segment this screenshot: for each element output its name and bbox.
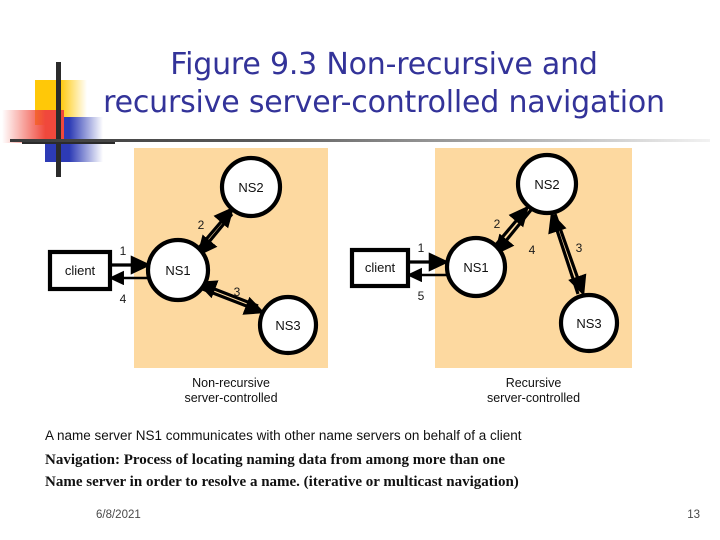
deco-vertical-line bbox=[56, 62, 61, 177]
caption-non-recursive-line-2: server-controlled bbox=[184, 391, 278, 405]
edge-label-r1: 1 bbox=[418, 241, 425, 255]
node-r-client-label: client bbox=[365, 260, 396, 275]
body-text-line-2: Navigation: Process of locating naming d… bbox=[45, 452, 505, 468]
caption-non-recursive-line-1: Non-recursive bbox=[192, 376, 270, 390]
node-client-label: client bbox=[65, 263, 96, 278]
body-text-line-1: A name server NS1 communicates with othe… bbox=[45, 428, 522, 443]
deco-red-square bbox=[2, 110, 64, 143]
diagram-panel-non-recursive bbox=[134, 148, 328, 368]
caption-non-recursive: Non-recursive server-controlled bbox=[134, 376, 328, 406]
node-client-box bbox=[47, 249, 113, 292]
caption-recursive: Recursive server-controlled bbox=[435, 376, 632, 406]
diagram-panel-recursive bbox=[435, 148, 632, 368]
slide-title-line-2: recursive server-controlled navigation bbox=[103, 85, 665, 120]
caption-recursive-line-2: server-controlled bbox=[486, 391, 581, 405]
slide-title-line-1: Figure 9.3 Non-recursive and bbox=[170, 47, 598, 82]
body-text-line-3: Name server in order to resolve a name. … bbox=[45, 474, 519, 490]
title-divider-rule bbox=[10, 139, 710, 142]
edge-label-r5: 5 bbox=[418, 289, 425, 303]
edge-label-4: 4 bbox=[120, 292, 127, 306]
footer-date: 6/8/2021 bbox=[96, 509, 141, 521]
footer-page-number: 13 bbox=[687, 509, 700, 521]
node-r-client-box bbox=[349, 247, 411, 289]
slide-title: Figure 9.3 Non-recursive and recursive s… bbox=[60, 46, 708, 122]
caption-recursive-line-1: Recursive bbox=[505, 376, 562, 390]
deco-horizontal-line bbox=[22, 140, 115, 144]
edge-label-1: 1 bbox=[120, 244, 127, 258]
